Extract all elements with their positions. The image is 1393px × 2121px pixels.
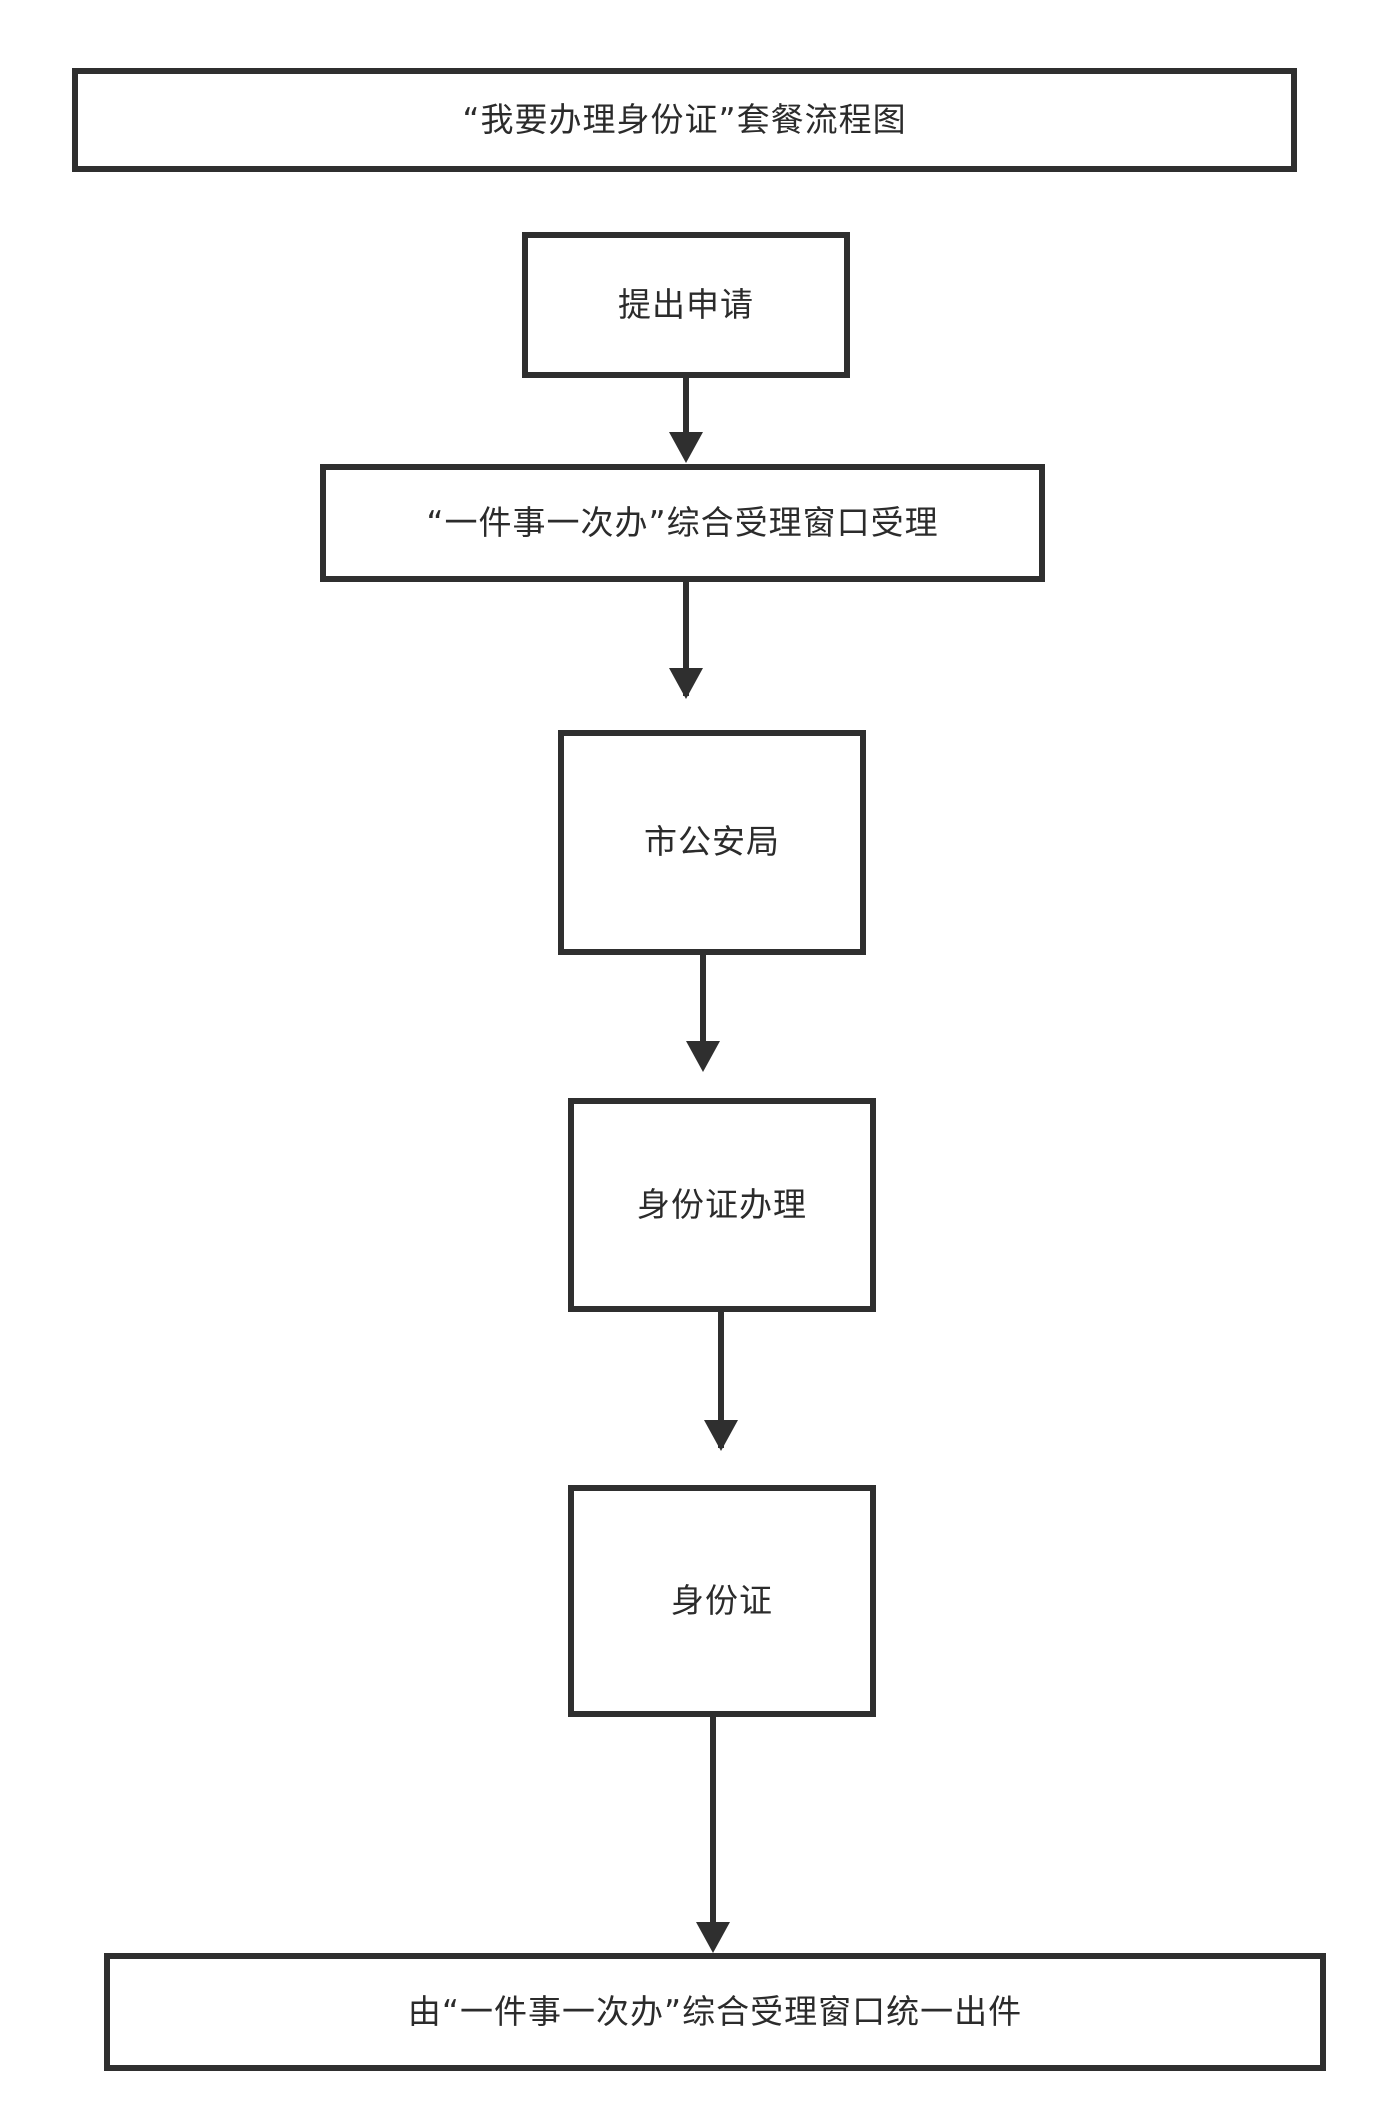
flowchart-title-label: “我要办理身份证”套餐流程图 <box>462 99 907 139</box>
arrow-head-icon <box>669 432 703 463</box>
node-submit-application: 提出申请 <box>522 232 850 378</box>
arrow-head-icon <box>669 668 703 699</box>
node-comprehensive-acceptance-window-label: “一件事一次办”综合受理窗口受理 <box>426 502 939 542</box>
arrow-shaft <box>718 1312 724 1448</box>
node-submit-application-label: 提出申请 <box>618 284 754 324</box>
arrow-shaft <box>710 1717 716 1923</box>
node-id-card-label: 身份证 <box>671 1580 773 1620</box>
node-municipal-public-security-bureau-label: 市公安局 <box>644 822 780 862</box>
node-id-card: 身份证 <box>568 1485 876 1717</box>
node-municipal-public-security-bureau: 市公安局 <box>558 730 866 955</box>
arrow-head-icon <box>696 1922 730 1953</box>
arrow-shaft <box>700 955 706 1065</box>
node-id-card-processing-label: 身份证办理 <box>637 1184 807 1224</box>
flowchart-title-box: “我要办理身份证”套餐流程图 <box>72 68 1297 172</box>
arrow-shaft <box>683 582 689 696</box>
node-unified-delivery: 由“一件事一次办”综合受理窗口统一出件 <box>104 1953 1326 2071</box>
node-unified-delivery-label: 由“一件事一次办”综合受理窗口统一出件 <box>407 1991 1023 2031</box>
arrow-head-icon <box>686 1041 720 1072</box>
arrow-head-icon <box>704 1420 738 1451</box>
node-comprehensive-acceptance-window: “一件事一次办”综合受理窗口受理 <box>320 464 1045 582</box>
arrow-shaft <box>683 378 689 436</box>
node-id-card-processing: 身份证办理 <box>568 1098 876 1312</box>
